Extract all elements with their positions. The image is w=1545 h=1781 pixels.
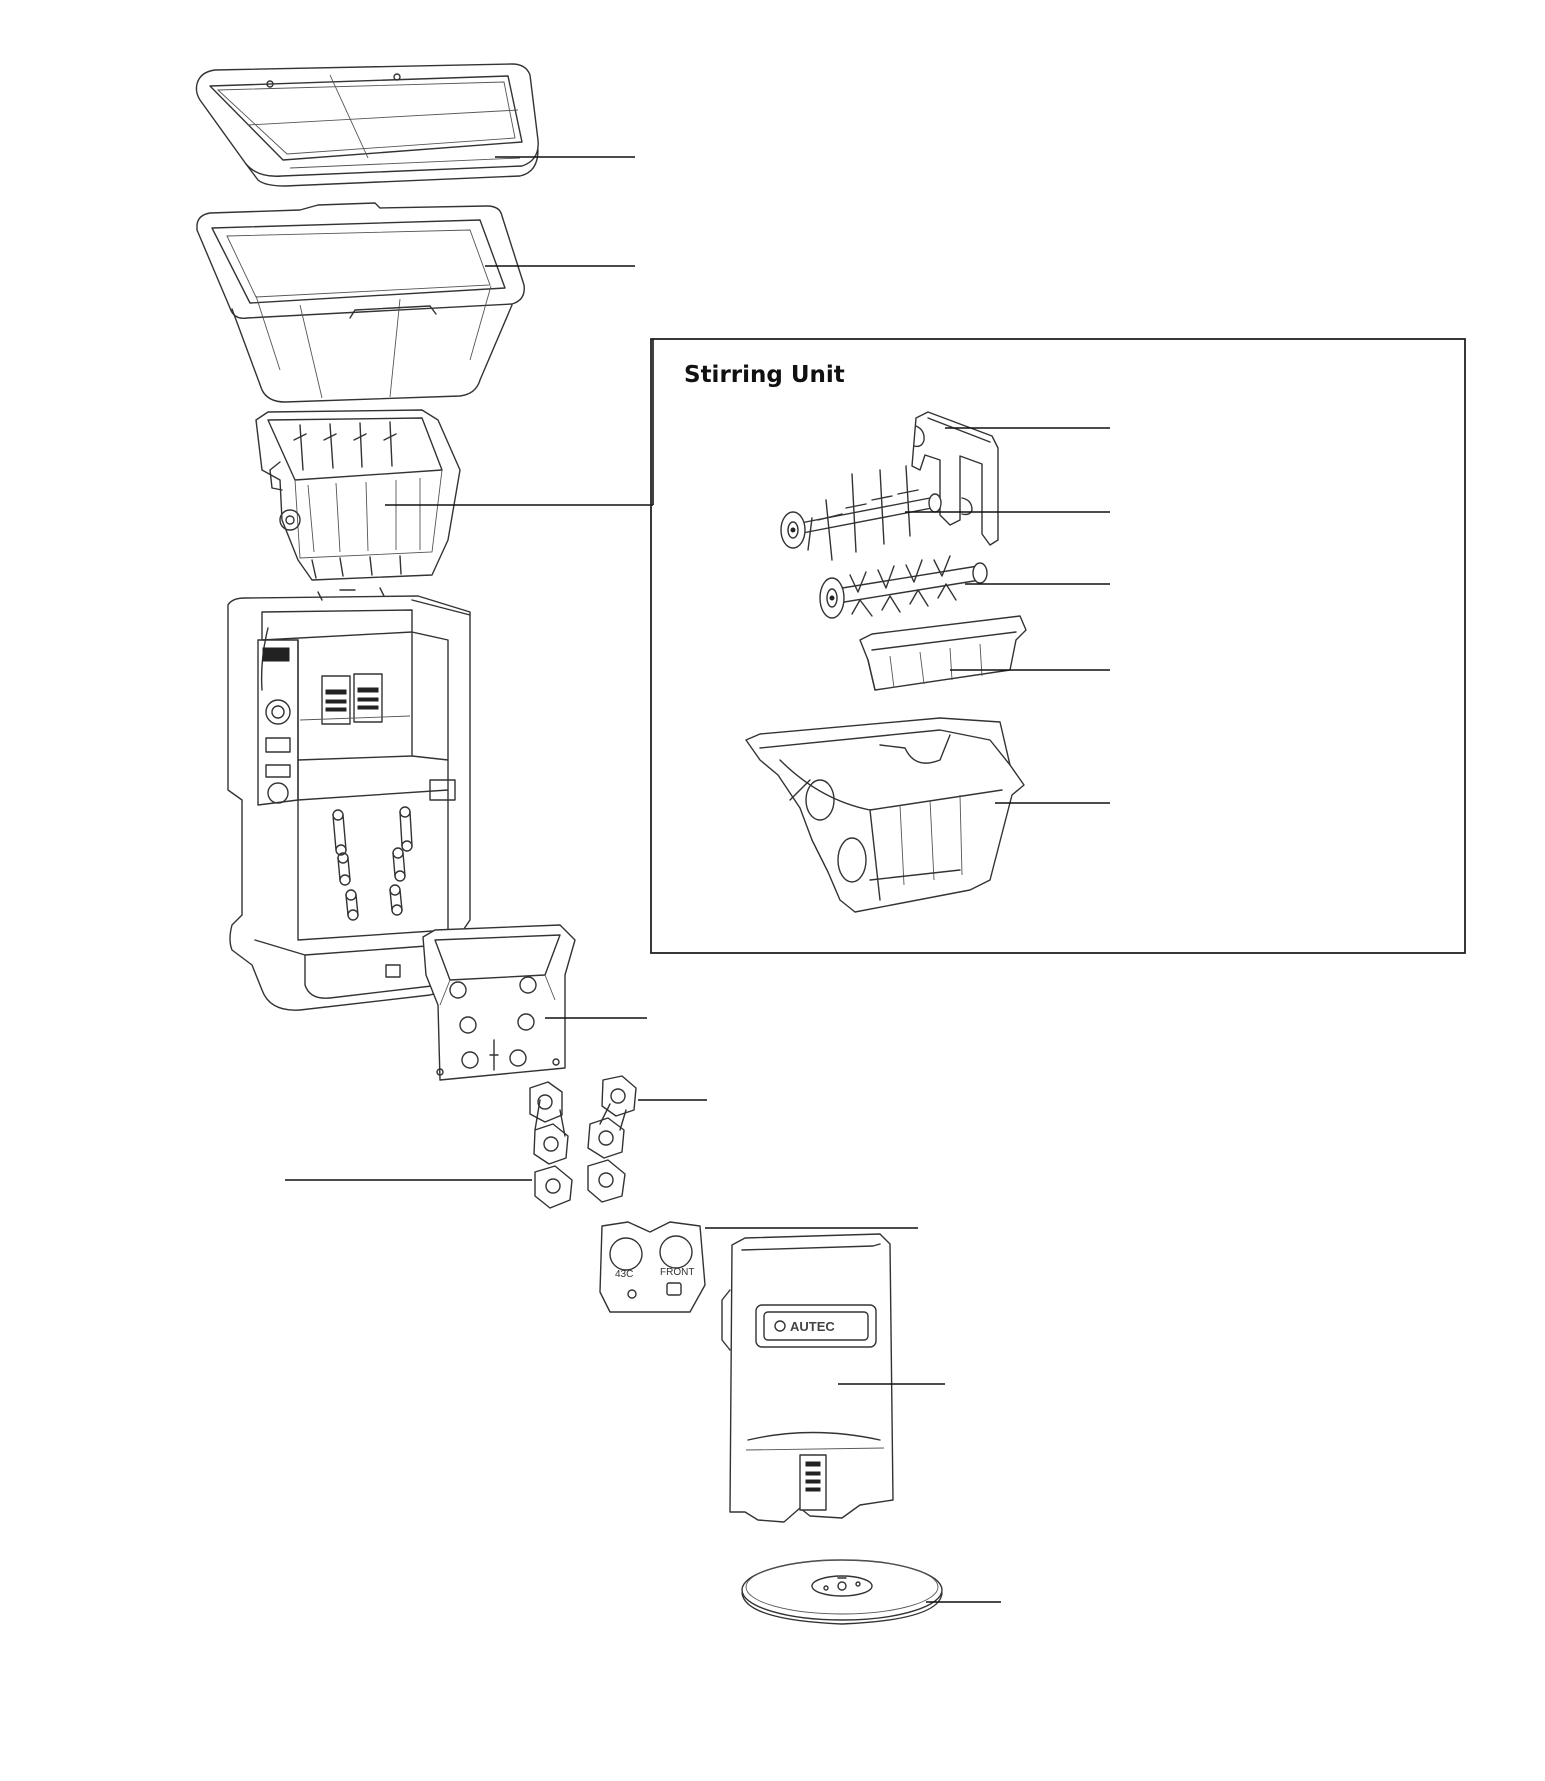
part-lid <box>195 63 539 187</box>
part-stirring-unit-assembly <box>255 409 461 581</box>
inset-part-bracket <box>911 411 999 546</box>
part-chute-plate <box>422 924 576 1081</box>
part-hopper <box>196 202 525 403</box>
part-rotors <box>529 1075 637 1209</box>
plate-model-mark: 43C <box>615 1269 633 1280</box>
inset-part-housing <box>745 717 1025 913</box>
inset-part-stirrer-shaft-lower <box>819 555 988 619</box>
inset-part-tray <box>859 615 1027 691</box>
inset-title: Stirring Unit <box>684 362 845 388</box>
part-main-body <box>227 587 471 1011</box>
part-spreader-disc <box>741 1559 943 1625</box>
plate-front-mark: FRONT <box>660 1267 694 1278</box>
part-front-cover: AUTEC <box>721 1233 894 1523</box>
stirring-unit-inset-frame <box>650 338 1466 954</box>
warning-labels <box>321 673 383 725</box>
inset-part-stirrer-shaft-upper <box>780 465 942 561</box>
part-rotor-base-plate: 43C FRONT <box>599 1221 706 1313</box>
brand-logo-text: AUTEC <box>790 1319 835 1334</box>
